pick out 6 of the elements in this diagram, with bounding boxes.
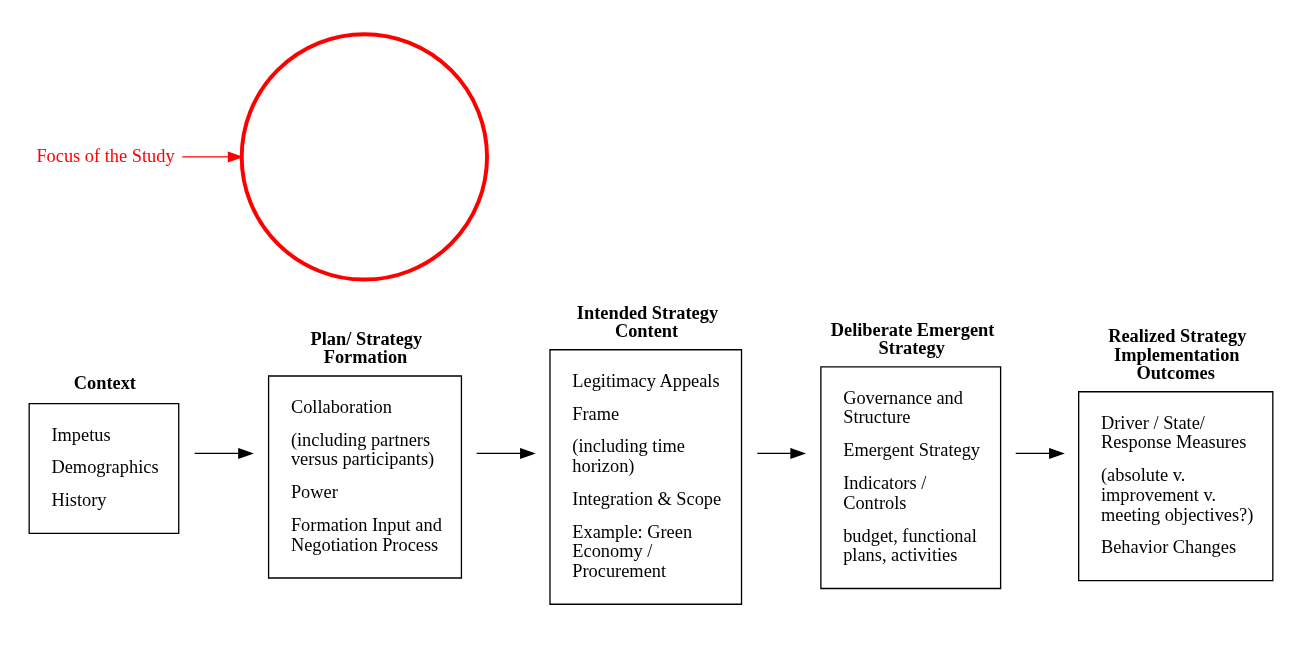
node-label: Plan/ Strategy Formation xyxy=(310,328,423,368)
node-label: Deliberate Emergent Strategy xyxy=(830,319,995,358)
node-text: Focus of the Study xyxy=(36,145,175,166)
node-label: Realized Strategy Implementation Outcomes xyxy=(1108,326,1247,383)
node-label: Intended Strategy Content xyxy=(576,302,719,341)
node-label: Context xyxy=(73,373,136,394)
